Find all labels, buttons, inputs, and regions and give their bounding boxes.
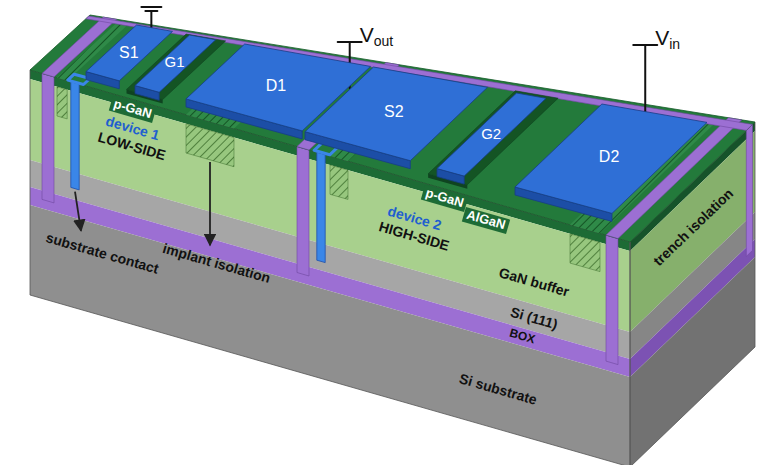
electrode-label: G1 bbox=[164, 54, 184, 71]
substrate-via bbox=[317, 152, 325, 262]
electrode-top bbox=[515, 104, 707, 213]
electrode-label: D1 bbox=[266, 77, 286, 95]
leader-arrow bbox=[209, 162, 211, 245]
electrode-label: S2 bbox=[384, 103, 404, 121]
vin-terminal bbox=[633, 44, 657, 46]
vout-terminal bbox=[338, 41, 362, 43]
substrate-via bbox=[71, 82, 79, 190]
implant-region bbox=[570, 234, 600, 272]
electrode: D2 bbox=[515, 104, 707, 221]
vin-wire bbox=[644, 45, 646, 122]
trench-wall bbox=[606, 235, 618, 365]
terminal-wires bbox=[75, 7, 657, 245]
ground-symbol bbox=[141, 6, 161, 8]
top-surface bbox=[30, 15, 755, 242]
layer-stack bbox=[30, 15, 755, 465]
implant-region bbox=[186, 124, 234, 167]
leader-arrow bbox=[75, 192, 81, 231]
electrode-label: S1 bbox=[119, 44, 139, 62]
electrode-label: G2 bbox=[481, 126, 501, 143]
si-substrate-layer-side bbox=[630, 257, 755, 465]
implant-region bbox=[330, 165, 348, 199]
trench-wall bbox=[297, 147, 309, 277]
signal-name: V bbox=[655, 26, 669, 50]
trench-wall bbox=[42, 73, 54, 203]
trench-wall bbox=[746, 124, 752, 256]
si-substrate-layer bbox=[30, 205, 630, 465]
ground-symbol bbox=[145, 10, 157, 12]
electrode-top bbox=[437, 93, 546, 176]
electrode: G2 bbox=[437, 93, 546, 184]
signal-subscript: out bbox=[374, 33, 393, 49]
signal-name: V bbox=[360, 23, 374, 47]
implant-region bbox=[57, 87, 67, 119]
signal-subscript: in bbox=[669, 36, 680, 52]
electrode-label: D2 bbox=[599, 148, 619, 166]
